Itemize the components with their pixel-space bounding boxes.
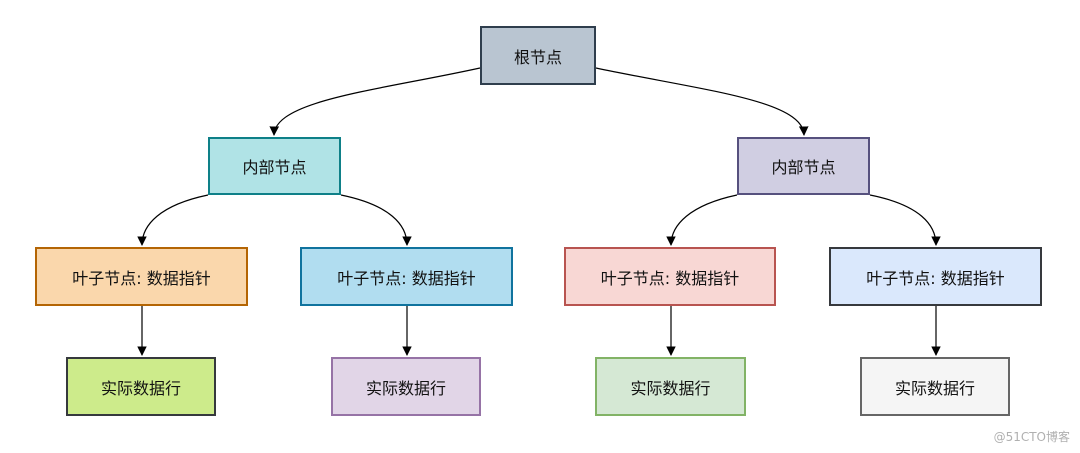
data-row-node-3: 实际数据行: [595, 357, 746, 416]
leaf-node-2-label: 叶子节点: 数据指针: [337, 268, 476, 288]
edge-root-to-internal-right: [595, 67, 809, 136]
leaf-node-2: 叶子节点: 数据指针: [300, 247, 513, 306]
data-row-node-4: 实际数据行: [860, 357, 1010, 416]
internal-node-right-label: 内部节点: [771, 158, 836, 177]
data-row-node-1: 实际数据行: [66, 357, 216, 416]
edge-internal-left-to-leaf-2: [340, 194, 412, 246]
leaf-node-4: 叶子节点: 数据指针: [829, 247, 1042, 306]
internal-node-left: 内部节点: [208, 137, 341, 195]
internal-node-right: 内部节点: [737, 137, 870, 195]
leaf-node-1-label: 叶子节点: 数据指针: [72, 268, 211, 288]
data-row-node-4-label: 实际数据行: [894, 378, 975, 398]
root-node: 根节点: [480, 26, 596, 85]
leaf-node-3-label: 叶子节点: 数据指针: [600, 268, 740, 288]
root-node-label: 根节点: [513, 47, 562, 67]
data-row-node-3-label: 实际数据行: [630, 378, 711, 398]
data-row-node-2: 实际数据行: [331, 357, 481, 416]
edge-internal-right-to-leaf-3: [666, 194, 738, 246]
leaf-node-3: 叶子节点: 数据指针: [564, 247, 776, 306]
edge-internal-right-to-leaf-4: [869, 194, 941, 246]
watermark: @51CTO博客: [993, 430, 1070, 444]
data-row-node-1-label: 实际数据行: [100, 378, 181, 398]
leaf-node-4-label: 叶子节点: 数据指针: [866, 268, 1005, 288]
internal-node-left-label: 内部节点: [242, 158, 307, 177]
edge-root-to-internal-left: [269, 67, 481, 136]
leaf-node-1: 叶子节点: 数据指针: [35, 247, 248, 306]
edge-internal-left-to-leaf-1: [137, 194, 209, 246]
data-row-node-2-label: 实际数据行: [365, 378, 446, 398]
